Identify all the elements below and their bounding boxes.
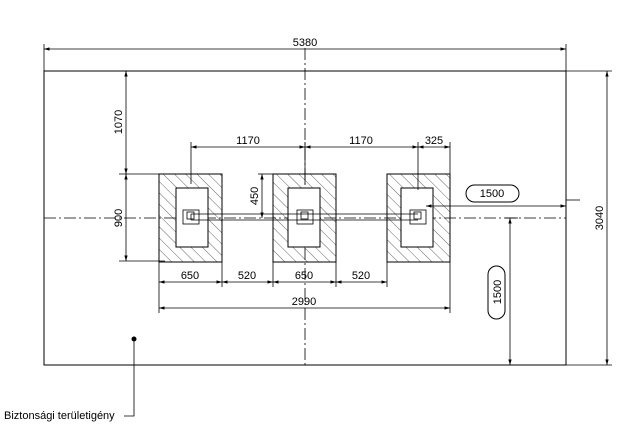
dim-bottom-chain: 650 520 650 520: [158, 262, 451, 313]
dim-width-b-text: 650: [295, 270, 313, 282]
dim-spacing-1-text: 1170: [236, 135, 260, 147]
dim-footing-height-text: 900: [113, 209, 125, 227]
dim-bubble-horizontal: 1500: [426, 184, 580, 208]
dim-bubble-horizontal-text: 1500: [480, 188, 504, 200]
dim-gap-a-text: 520: [238, 270, 256, 282]
dim-bubble-vertical-text: 1500: [492, 280, 504, 304]
dim-inner-height-text: 450: [249, 187, 261, 205]
footing-left: [158, 173, 223, 263]
dim-gap-b-text: 520: [352, 270, 370, 282]
dim-bubble-vertical: 1500: [487, 217, 518, 366]
dim-spacing: 1170 1170 325: [190, 135, 451, 190]
footing-right: [386, 173, 451, 263]
dim-width-a-text: 650: [181, 270, 199, 282]
dim-total-width-text: 2990: [292, 296, 316, 308]
dim-footing-height: 900: [113, 174, 165, 262]
anchor-right: [413, 211, 422, 220]
footing-center: [272, 173, 337, 263]
anchor-left: [186, 211, 195, 220]
dim-top-offset: 1070: [113, 70, 165, 175]
safety-area-label: Biztonsági területigény: [4, 410, 115, 422]
dim-total-width: 2990: [159, 296, 450, 310]
dim-right-offset-text: 325: [425, 135, 443, 147]
dim-overall-height-text: 3040: [594, 206, 606, 230]
dim-inner-height: 450: [249, 173, 273, 218]
anchor-center: [300, 211, 309, 220]
dim-overall-height: 3040: [560, 70, 612, 366]
dim-spacing-2-text: 1170: [349, 135, 373, 147]
dim-top-offset-text: 1070: [113, 110, 125, 134]
dim-overall-width-text: 5380: [293, 37, 317, 49]
safety-area-callout: Biztonsági területigény: [4, 336, 137, 422]
